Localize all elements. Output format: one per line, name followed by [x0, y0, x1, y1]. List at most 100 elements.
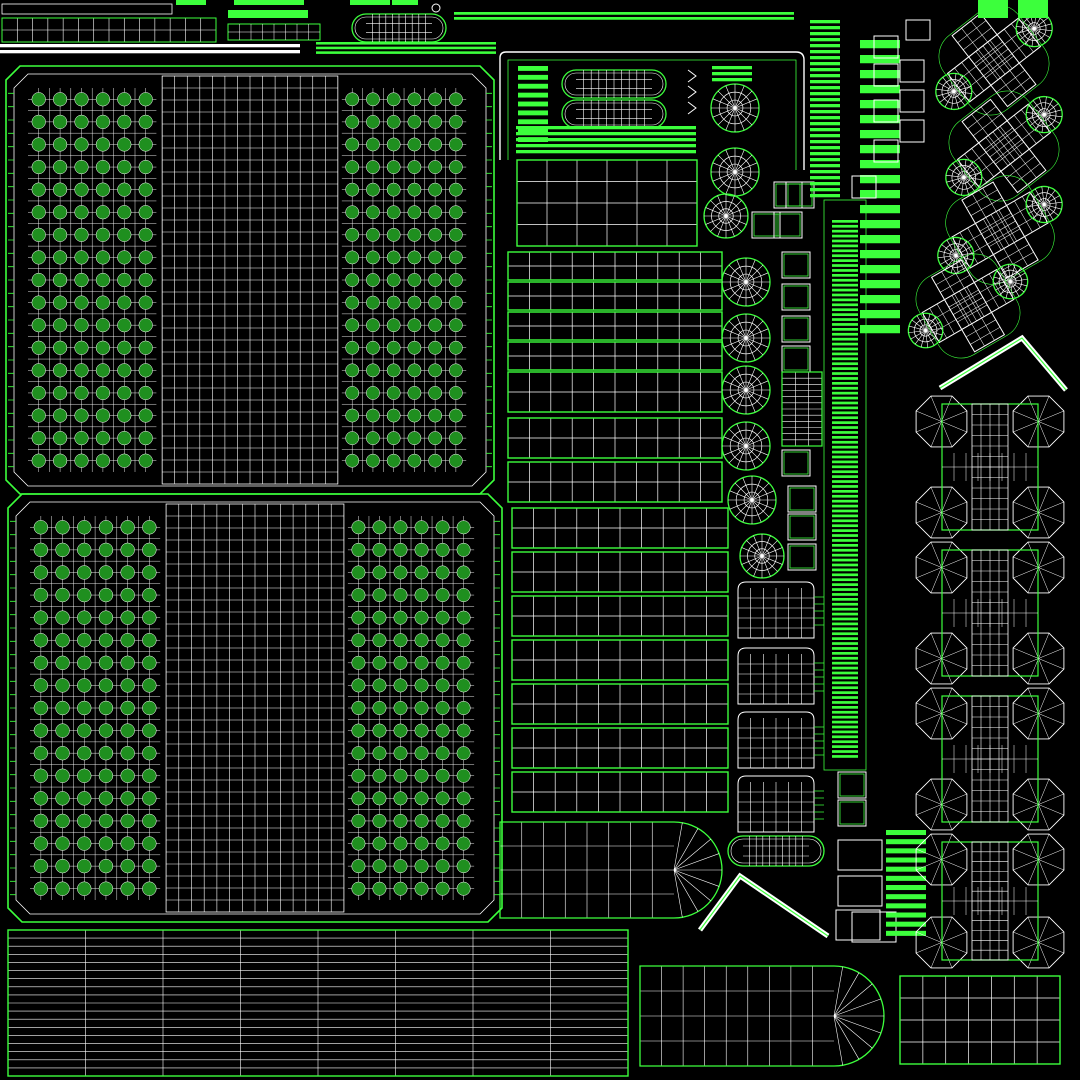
bar-stack-island — [0, 44, 300, 54]
small-square-island — [873, 63, 899, 87]
rivet-mark — [142, 633, 157, 648]
rivet-mark — [345, 363, 360, 378]
rivet-mark — [53, 92, 68, 107]
rivet-mark — [33, 813, 49, 829]
rivet-mark — [95, 340, 110, 355]
rivet-mark — [456, 588, 471, 603]
rivet-mark — [95, 92, 110, 107]
rivet-mark — [372, 633, 387, 648]
rivet-mark — [98, 858, 114, 874]
rivet-mark — [138, 340, 153, 355]
rivet-mark — [77, 520, 92, 535]
rounded-end-island — [499, 821, 723, 919]
rivet-mark — [366, 273, 380, 287]
bar-stack-island — [810, 20, 840, 198]
rivet-mark — [351, 836, 366, 851]
rivet-mark — [372, 565, 387, 580]
rivet-mark — [95, 453, 110, 468]
cylinder-island — [737, 647, 824, 705]
small-square-island — [781, 315, 811, 343]
rivet-mark — [456, 768, 471, 783]
rivet-mark — [448, 340, 463, 355]
rivet-mark — [351, 701, 366, 715]
rivet-mark — [456, 565, 471, 580]
rivet-mark — [414, 542, 429, 557]
rivet-mark — [372, 655, 387, 670]
rivet-mark — [53, 318, 68, 333]
rivet-mark — [117, 363, 132, 378]
rivet-mark — [95, 182, 110, 197]
rivet-mark — [407, 431, 422, 446]
rivet-mark — [31, 92, 46, 107]
rivet-mark — [53, 205, 68, 220]
rivet-mark — [366, 114, 380, 129]
rectangular-cell-island — [507, 417, 723, 459]
rivet-mark — [33, 700, 49, 716]
rivet-mark — [435, 542, 450, 557]
rivet-mark — [117, 453, 132, 468]
cross-end-wheel — [935, 72, 973, 111]
rivet-mark — [393, 633, 408, 648]
rivet-mark — [414, 813, 429, 828]
rivet-mark — [345, 318, 360, 333]
rivet-mark — [55, 587, 70, 603]
bottom-strip-panel — [7, 929, 629, 1077]
rivet-mark — [393, 881, 408, 896]
rivet-mark — [95, 385, 110, 401]
rivet-mark — [142, 655, 157, 671]
rivet-mark — [138, 227, 153, 242]
rivet-mark — [138, 205, 153, 220]
rivet-mark — [386, 408, 401, 423]
wheel-island — [710, 83, 760, 133]
small-square-island — [837, 875, 883, 907]
rivet-mark — [372, 859, 387, 874]
rivet-mark — [345, 250, 360, 265]
rivet-mark — [53, 453, 68, 468]
rivet-mark — [120, 633, 135, 648]
rivet-mark — [74, 250, 89, 265]
capsule-island — [561, 69, 667, 99]
small-square-island — [905, 19, 931, 41]
rivet-mark — [414, 723, 429, 738]
rivet-mark — [95, 408, 110, 423]
rivet-mark — [448, 137, 463, 152]
rivet-mark — [33, 745, 49, 761]
rivet-mark — [138, 182, 153, 197]
rivet-mark — [117, 250, 132, 265]
rivet-mark — [120, 587, 135, 603]
rivet-mark — [55, 633, 70, 648]
rivet-mark — [386, 453, 401, 468]
rivet-mark — [120, 791, 135, 806]
rivet-mark — [428, 340, 443, 355]
small-square-island — [873, 99, 899, 123]
middle-column-islands — [499, 51, 1061, 1067]
rivet-mark — [366, 205, 380, 220]
rivet-mark — [345, 92, 360, 107]
rivet-mark — [55, 881, 70, 896]
rivet-mark — [98, 678, 114, 693]
rivet-mark — [345, 408, 360, 423]
rivet-mark — [407, 92, 422, 107]
rivet-mark — [142, 813, 157, 829]
rivet-mark — [77, 768, 92, 783]
rivet-mark — [77, 610, 92, 625]
rivet-mark — [95, 137, 110, 152]
rivet-mark — [142, 836, 157, 851]
rivet-mark — [386, 431, 401, 446]
large-panel-top — [5, 65, 495, 495]
rivet-mark — [428, 273, 443, 287]
rivet-mark — [95, 250, 110, 265]
small-square-island — [781, 345, 811, 373]
rivet-mark — [53, 431, 68, 446]
rivet-mark — [386, 250, 401, 265]
rivet-mark — [435, 723, 450, 738]
rivet-mark — [33, 542, 49, 558]
rivet-mark — [31, 205, 46, 220]
rivet-mark — [407, 318, 422, 333]
bar-stack-island — [886, 830, 926, 936]
rivet-mark — [33, 791, 49, 806]
rivet-mark — [142, 610, 157, 625]
rivet-mark — [448, 408, 463, 423]
rivet-mark — [95, 272, 110, 288]
rivet-mark — [435, 836, 450, 851]
